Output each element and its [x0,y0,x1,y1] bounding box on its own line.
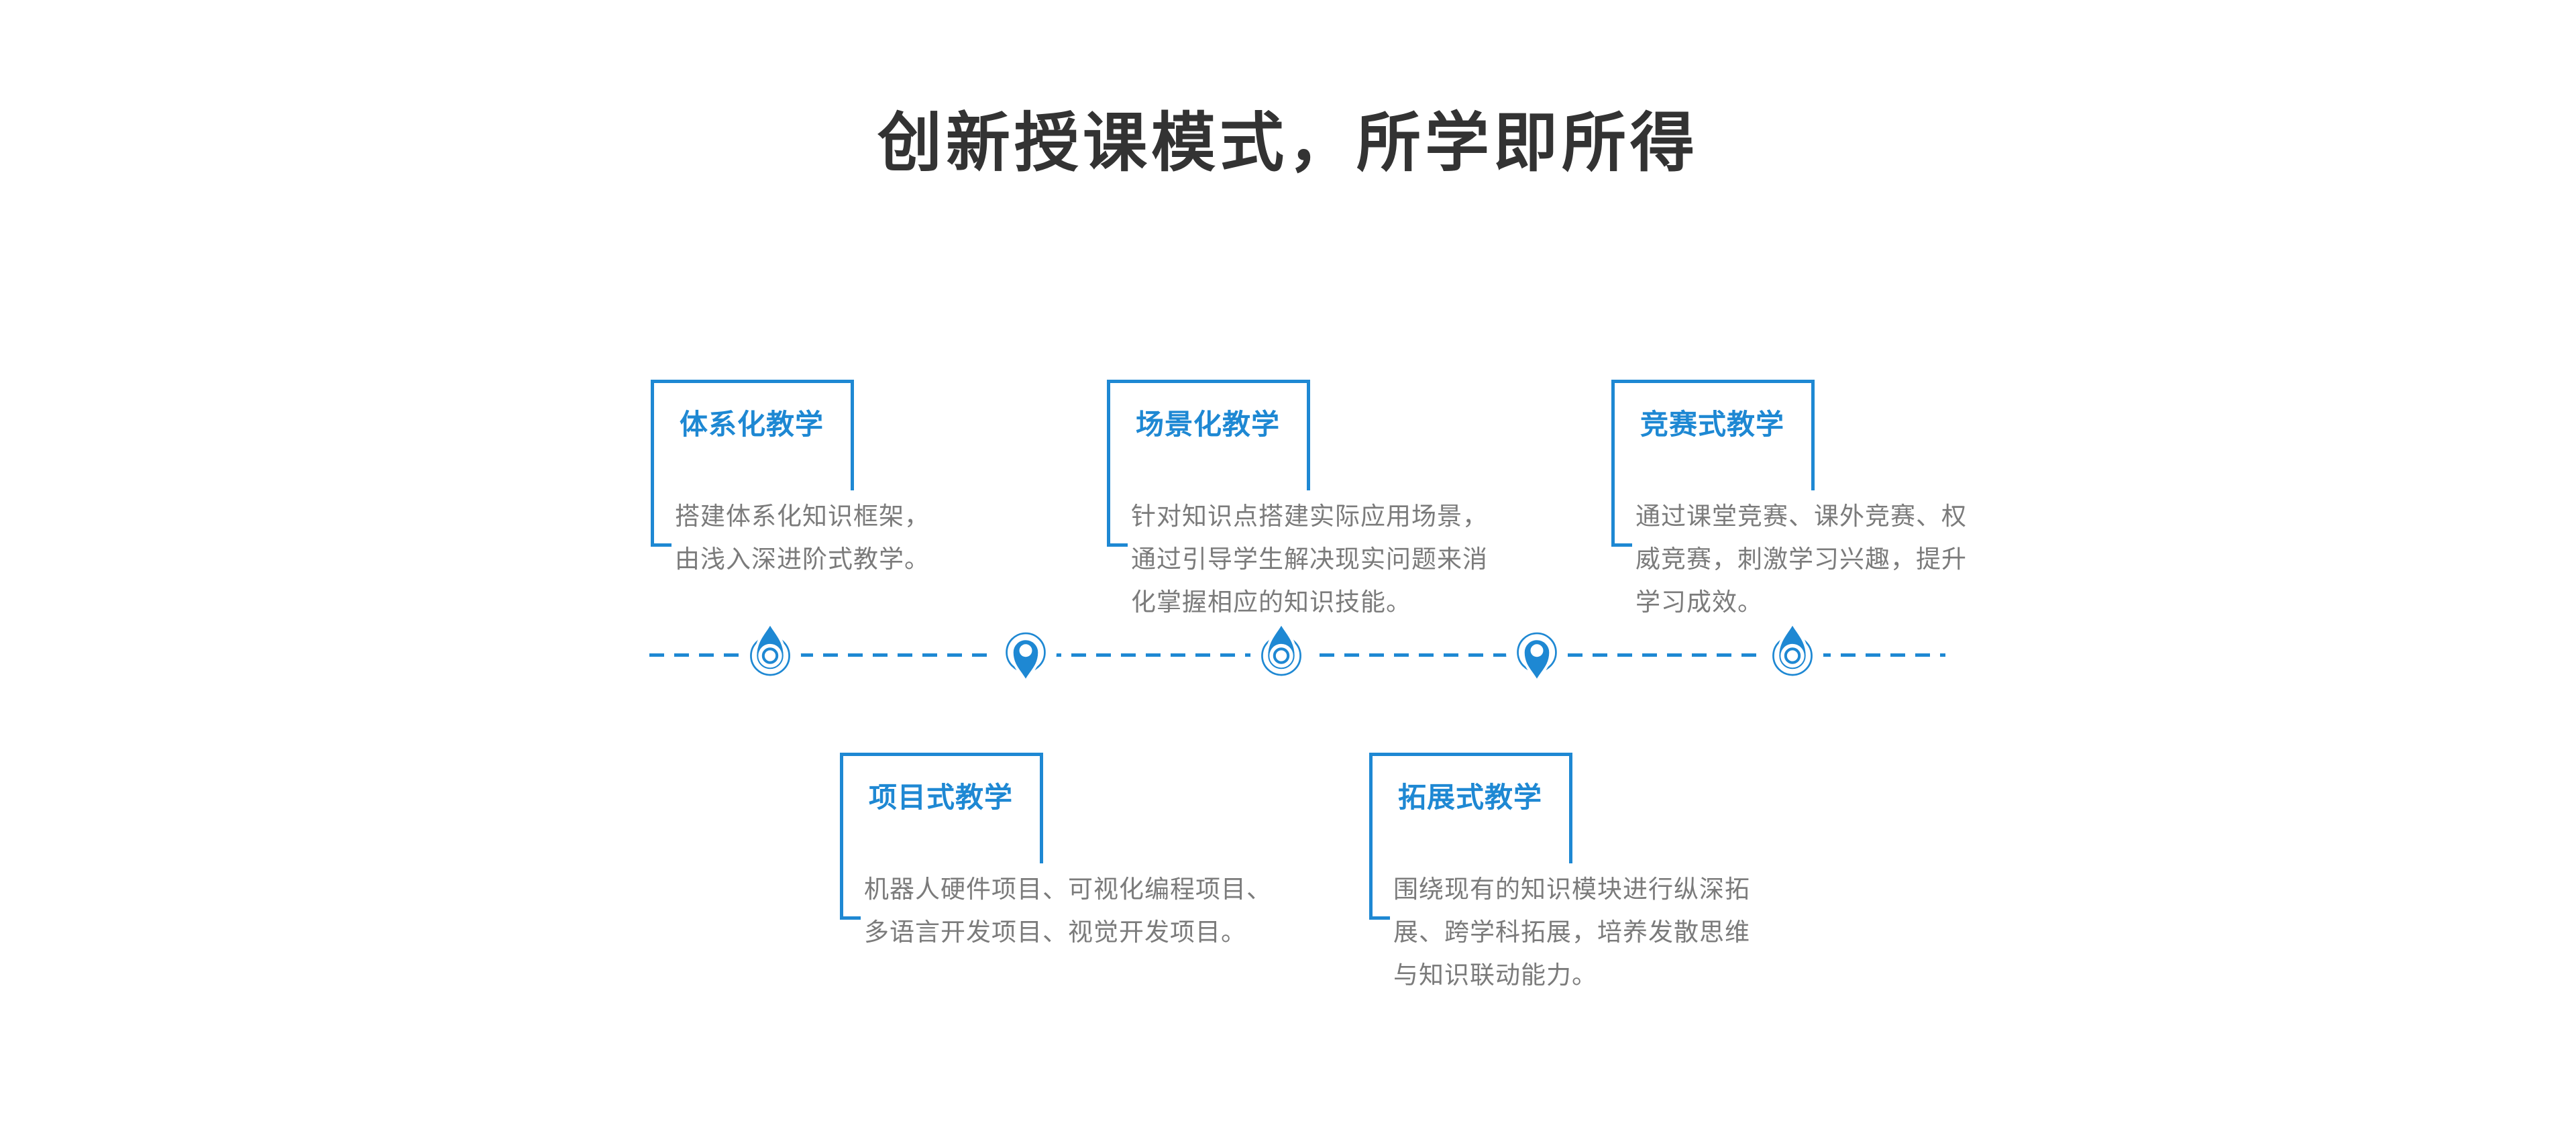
card-frame-top-right [651,380,854,490]
card-frame-left-foot [1107,380,1128,547]
card-title: 竞赛式教学 [1640,409,1785,440]
card-body: 围绕现有的知识模块进行纵深拓 展、跨学科拓展，培养发散思维 与知识联动能力。 [1393,875,1750,989]
card-frame-top-right [1611,380,1815,490]
card-body: 机器人硬件项目、可视化编程项目、 多语言开发项目、视觉开发项目。 [864,875,1272,946]
card-title: 体系化教学 [680,409,824,440]
card-frame-left-foot [651,380,672,547]
card-frame-top-right [1369,753,1572,863]
card-body: 通过课堂竞赛、课外竞赛、权 威竞赛，刺激学习兴趣，提升 学习成效。 [1635,502,1967,616]
page-title: 创新授课模式，所学即所得 [877,107,1699,179]
card-title: 拓展式教学 [1398,782,1543,813]
card-frame-top-right [1107,380,1310,490]
card-frame-left-foot [1369,753,1390,920]
location-pin-down-icon [1514,631,1560,690]
location-pin-down-icon [1003,631,1049,690]
location-pin-up-icon [1258,622,1304,677]
card-title: 场景化教学 [1136,409,1281,440]
card-frame-left-foot [840,753,861,920]
location-pin-up-icon [1770,622,1815,677]
card-title: 项目式教学 [869,782,1014,813]
location-pin-up-icon [747,622,793,677]
card-body: 针对知识点搭建实际应用场景， 通过引导学生解决现实问题来消 化掌握相应的知识技能… [1131,502,1488,616]
card-frame-left-foot [1611,380,1632,547]
card-body: 搭建体系化知识框架， 由浅入深进阶式教学。 [675,502,930,573]
card-frame-top-right [840,753,1043,863]
